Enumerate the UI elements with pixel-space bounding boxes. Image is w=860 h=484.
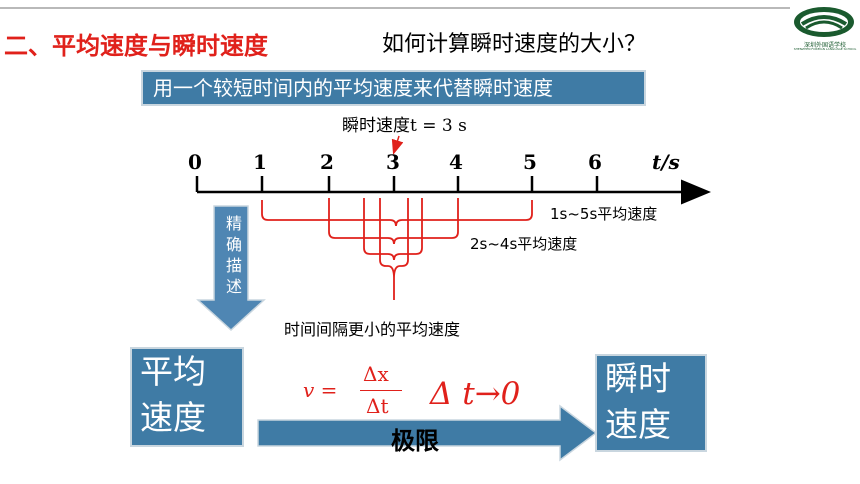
tick-label-5: 5 <box>523 150 537 174</box>
formula-denominator: Δt <box>366 394 389 418</box>
tick-label-4: 4 <box>449 150 463 174</box>
limit-arrow <box>257 404 598 462</box>
formula-numerator: Δx <box>363 362 389 386</box>
section-title: 二、平均速度与瞬时速度 <box>4 32 268 60</box>
range-label-1s-5s: 1s~5s平均速度 <box>550 205 658 223</box>
tick-label-0: 0 <box>188 150 202 174</box>
tick-label-2: 2 <box>320 150 334 174</box>
range-label-2s-4s: 2s~4s平均速度 <box>470 235 578 253</box>
limit-label: 极限 <box>391 427 439 455</box>
header-divider <box>0 7 790 9</box>
method-box: 用一个较短时间内的平均速度来代替瞬时速度 <box>141 70 646 106</box>
axis-ticks <box>195 176 599 192</box>
school-logo <box>794 7 854 37</box>
tick-label-3: 3 <box>386 150 400 174</box>
instant-pointer <box>391 135 404 155</box>
description-arrow-label: 精 确 描 述 <box>225 214 242 296</box>
instant-time-label: 瞬时速度t = 3 s <box>342 116 467 136</box>
formula-v: v = <box>303 378 338 402</box>
formula-limit: Δ t→0 <box>430 376 521 412</box>
logo-text: 深圳外国语学校 <box>803 42 846 49</box>
bracket-smaller <box>363 198 423 261</box>
question-text: 如何计算瞬时速度的大小？ <box>382 32 647 57</box>
tick-label-1: 1 <box>253 150 267 174</box>
formula-fraction-bar <box>360 390 402 391</box>
description-arrow <box>196 205 266 332</box>
smaller-interval-label: 时间间隔更小的平均速度 <box>284 320 461 339</box>
logo-subtext: SHENZHEN FOREIGN LANGUAGE SCHOOL <box>793 47 857 51</box>
bracket-2s-4s <box>328 198 459 245</box>
bracket-smallest <box>379 198 409 300</box>
tick-label-6: 6 <box>588 150 602 174</box>
instant-velocity-box: 瞬时 速度 <box>595 354 707 452</box>
average-velocity-box: 平均 速度 <box>130 347 244 447</box>
bracket-1s-5s <box>261 200 533 227</box>
axis-unit-label: t/s <box>652 150 680 174</box>
